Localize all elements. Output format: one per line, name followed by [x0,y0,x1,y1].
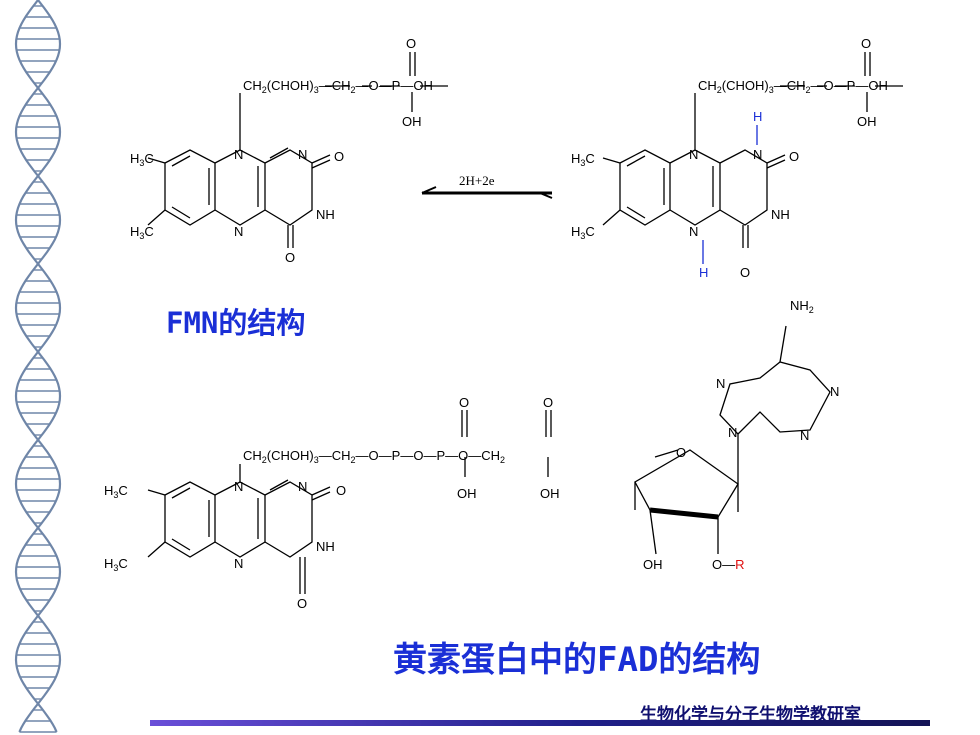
atom-label: OH [857,114,877,129]
atom-label: NH [771,207,790,222]
atom-label: O—R [712,557,745,572]
hydrogen-label: H [699,265,708,280]
fad-structure: H3C H3C N N N NH O O CH2(CHOH)3—CH2—O—P—… [104,298,839,611]
atom-label: N [234,556,243,571]
reaction-label: 2H+2e [459,173,495,188]
atom-label: OH [457,486,477,501]
hydrogen-label: H [753,109,762,124]
atom-label: H3C [130,151,154,168]
atom-label: N [298,479,307,494]
side-chain-text: CH2(CHOH)3—CH2—O—P—OH [243,78,433,95]
atom-label: OH [402,114,422,129]
atom-label: O [285,250,295,265]
atom-label: N [716,376,725,391]
atom-label: H3C [571,224,595,241]
atom-label: O [740,265,750,280]
atom-label: O [334,149,344,164]
atom-label: H3C [104,483,128,500]
atom-label: N [689,147,698,162]
atom-label: NH [316,207,335,222]
fad-structure-caption: 黄素蛋白中的FAD的结构 [393,640,761,680]
atom-label: N [234,224,243,239]
atom-label: N [728,425,737,440]
atom-label: NH2 [790,298,814,315]
atom-label: N [800,428,809,443]
atom-label: N [234,479,243,494]
atom-label: N [830,384,839,399]
dna-helix-decoration [14,0,62,733]
atom-label: O [676,445,686,460]
reaction-arrow: 2H+2e [421,173,553,199]
atom-label: N [298,147,307,162]
atom-label: O [789,149,799,164]
atom-label: OH [540,486,560,501]
footer-bar [150,720,930,726]
atom-label: O [459,395,469,410]
atom-label: O [543,395,553,410]
atom-label: O [406,36,416,51]
atom-label: N [753,147,762,162]
atom-label: N [234,147,243,162]
atom-label: H3C [104,556,128,573]
atom-label: O [297,596,307,611]
atom-label: OH [643,557,663,572]
atom-label: NH [316,539,335,554]
atom-label: N [689,224,698,239]
atom-label: O [336,483,346,498]
fmn-oxidized-structure: H3C H3C N N N NH O O CH2(CHOH)3—CH2—O—P—… [130,36,448,265]
fmn-structure-caption: FMN的结构 [166,306,306,340]
side-chain-text: CH2(CHOH)3—CH2—O—P—OH [698,78,888,95]
side-chain-text: CH2(CHOH)3—CH2—O—P—O—P—O—CH2 [243,448,505,465]
fmn-reduced-structure: H3C H3C N N N NH O O H H CH2(CHOH)3—CH2—… [571,36,903,280]
atom-label: H3C [130,224,154,241]
atom-label: O [861,36,871,51]
atom-label: H3C [571,151,595,168]
